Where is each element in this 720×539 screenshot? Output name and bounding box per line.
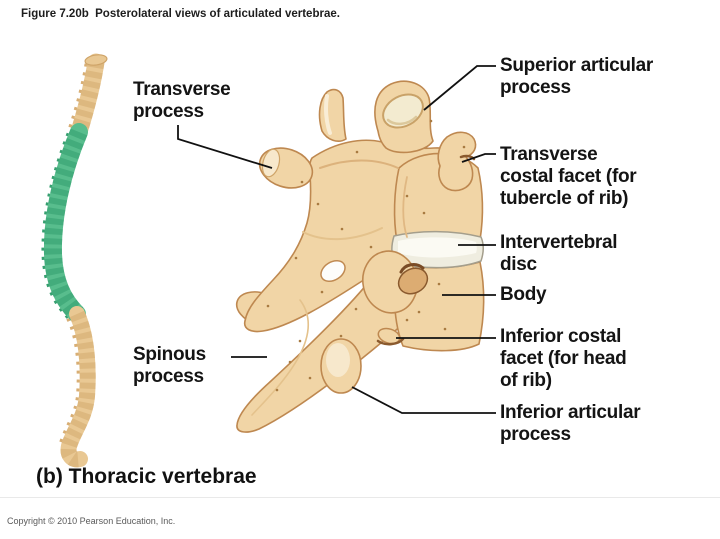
top-small-process [318, 88, 347, 142]
label-body: Body [500, 284, 547, 305]
vertebrae-illustration [235, 80, 485, 433]
transverse-costal-facet-shape [437, 131, 477, 192]
superior-articular-facet-shade [386, 115, 418, 126]
label-inferior-costal-facet: Inferior costal facet (for head of rib) [500, 326, 627, 391]
thumbnail-lumbar-segments [60, 310, 96, 468]
upper-transverse-stub-endcap [261, 148, 281, 178]
thumbnail-thoracic-segments [43, 128, 88, 321]
label-inferior-articular-process: Inferior articular process [500, 402, 641, 445]
leader-superior-articular-process [423, 65, 496, 111]
lower-costal-facet-shadow [399, 263, 425, 274]
spine-thumbnail [41, 53, 108, 468]
inferior-costal-facet-notch [376, 337, 405, 346]
bone-speckles [266, 119, 466, 392]
leader-inferior-articular-process [351, 386, 496, 414]
thumbnail-lumbar-bumps [59, 316, 83, 444]
label-transverse-process: Transverse process [133, 79, 231, 122]
footer-divider [0, 497, 720, 498]
leader-transverse-costal-facet [461, 153, 496, 163]
inferior-costal-facet-shape [377, 327, 401, 345]
intervertebral-foramen [320, 259, 346, 283]
copyright-text: Copyright © 2010 Pearson Education, Inc. [7, 516, 176, 526]
label-superior-articular-process: Superior articular process [500, 55, 653, 98]
figure-caption: (b) Thoracic vertebrae [36, 465, 257, 488]
figure-title: Figure 7.20b Posterolateral views of art… [21, 8, 340, 20]
label-intervertebral-disc: Intervertebral disc [500, 232, 618, 275]
leader-transverse-process [177, 125, 273, 169]
inferior-articular-highlight [326, 343, 350, 377]
intervertebral-disc-highlight [398, 237, 477, 258]
bone-contours [251, 159, 408, 416]
label-transverse-costal-facet: Transverse costal facet (for tubercle of… [500, 144, 637, 209]
lower-costal-facet-depression [397, 267, 429, 295]
leader-lines [177, 65, 496, 414]
label-spinous-process: Spinous process [133, 344, 206, 387]
top-small-process-highlight [324, 94, 332, 135]
thumbnail-atlas [84, 54, 108, 66]
